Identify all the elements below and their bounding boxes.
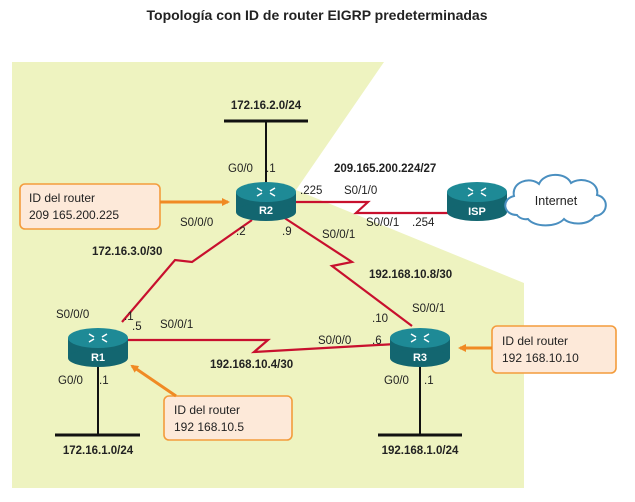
lan-r2 bbox=[224, 119, 308, 185]
internet-label: Internet bbox=[535, 194, 578, 208]
interface-ip: .5 bbox=[132, 321, 142, 333]
diagram-title: Topología con ID de router EIGRP predete… bbox=[147, 7, 488, 23]
interface-label: G0/0 bbox=[58, 375, 83, 387]
router-r2[interactable]: R2 bbox=[236, 182, 296, 221]
router-id-label: ID del router bbox=[174, 403, 240, 417]
serial-link-r1-r2 bbox=[121, 219, 253, 323]
interface-ip: .1 bbox=[424, 375, 434, 387]
router-icon bbox=[410, 333, 430, 343]
interface-ip: .1 bbox=[99, 375, 109, 387]
router-r1[interactable]: R1 bbox=[68, 328, 128, 367]
interface-ip: .2 bbox=[236, 226, 246, 238]
serial-link-r2-isp bbox=[292, 200, 448, 215]
router-id-callout-r2: ID del router 209 165.200.225 bbox=[19, 183, 230, 230]
router-isp[interactable]: ISP bbox=[447, 182, 507, 221]
router-id-value: 192 168.10.5 bbox=[174, 420, 244, 434]
router-id-value: 192 168.10.10 bbox=[502, 351, 579, 365]
network-label-r1-r3: 192.168.10.4/30 bbox=[210, 359, 293, 371]
router-icon bbox=[467, 187, 487, 197]
interface-ip: .10 bbox=[372, 313, 388, 325]
network-label-r2-r3: 192.168.10.8/30 bbox=[369, 269, 452, 281]
router-label: R2 bbox=[259, 205, 273, 217]
router-label: R1 bbox=[91, 352, 105, 364]
network-label-r2-lan: 172.16.2.0/24 bbox=[231, 100, 302, 112]
eigrp-area bbox=[12, 62, 524, 488]
interface-ip: .6 bbox=[372, 335, 382, 347]
lan-r3 bbox=[378, 360, 462, 437]
interface-label: S0/0/0 bbox=[180, 217, 213, 229]
router-id-label: ID del router bbox=[29, 191, 95, 205]
router-id-label: ID del router bbox=[502, 334, 568, 348]
serial-link-r2-r3 bbox=[282, 216, 413, 327]
interface-label: S0/1/0 bbox=[344, 185, 377, 197]
network-label-r3-lan: 192.168.1.0/24 bbox=[382, 445, 459, 457]
serial-link-r1-r3 bbox=[126, 338, 397, 354]
interface-label: S0/0/0 bbox=[318, 335, 351, 347]
interface-ip: .9 bbox=[282, 226, 292, 238]
interface-ip: .225 bbox=[300, 185, 322, 197]
router-r3[interactable]: R3 bbox=[390, 328, 450, 367]
router-label: ISP bbox=[468, 206, 486, 218]
interface-label: G0/0 bbox=[384, 375, 409, 387]
router-label: R3 bbox=[413, 352, 427, 364]
interface-label: G0/0 bbox=[228, 163, 253, 175]
network-label-r1-r2: 172.16.3.0/30 bbox=[92, 246, 162, 258]
interface-label: S0/0/1 bbox=[160, 319, 193, 331]
router-id-callout-r1: ID del router 192 168.10.5 bbox=[130, 364, 293, 441]
interface-ip: .1 bbox=[266, 163, 276, 175]
interface-label: S0/0/0 bbox=[56, 309, 89, 321]
router-icon bbox=[256, 187, 276, 197]
lan-r1 bbox=[55, 360, 140, 437]
router-icon bbox=[88, 333, 108, 343]
interface-ip: .1 bbox=[124, 311, 134, 323]
interface-label: S0/0/1 bbox=[366, 217, 399, 229]
interface-ip: .254 bbox=[412, 217, 435, 229]
interface-label: S0/0/1 bbox=[412, 303, 445, 315]
router-id-value: 209 165.200.225 bbox=[29, 208, 119, 222]
network-label-isp: 209.165.200.224/27 bbox=[334, 163, 436, 175]
router-id-arrow bbox=[130, 364, 177, 398]
network-label-r1-lan: 172.16.1.0/24 bbox=[63, 445, 134, 457]
router-id-callout-r3: ID del router 192 168.10.10 bbox=[458, 325, 617, 374]
interface-label: S0/0/1 bbox=[322, 229, 355, 241]
internet-cloud: Internet bbox=[504, 173, 607, 227]
